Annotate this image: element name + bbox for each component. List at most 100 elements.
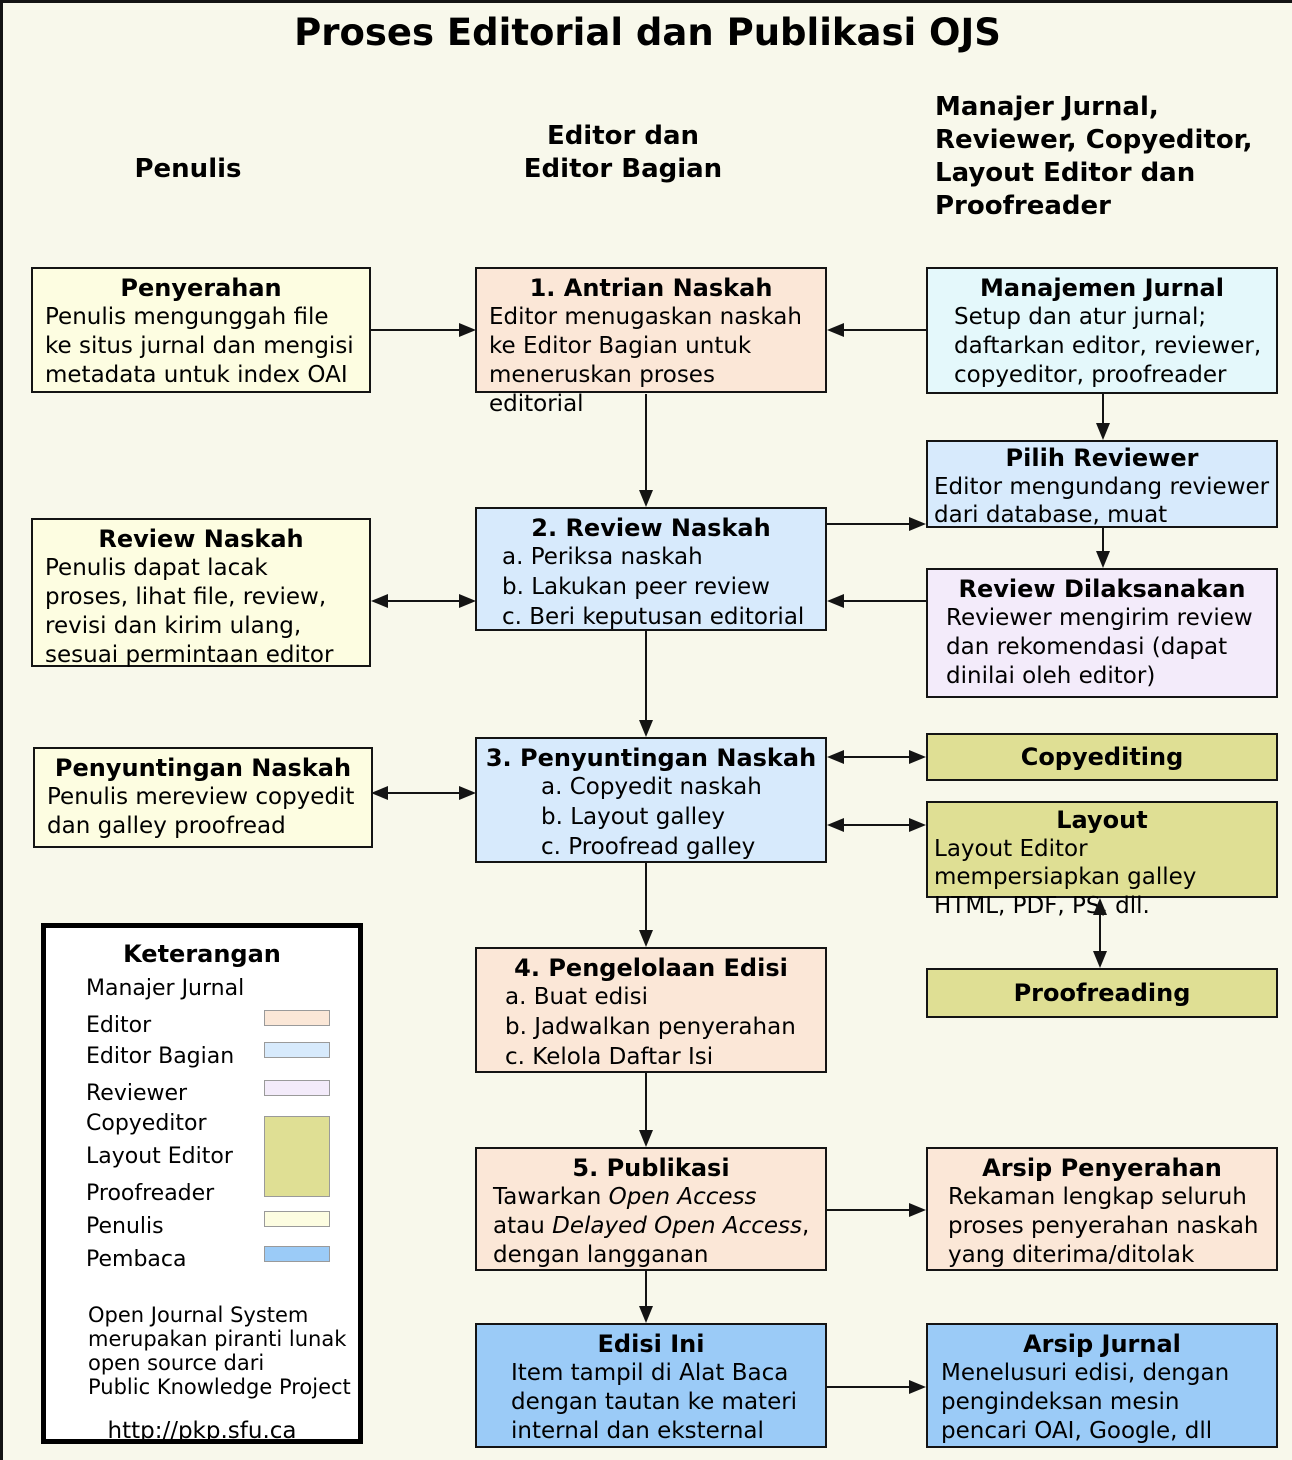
box-item: b. Layout galley: [541, 803, 725, 830]
arrowhead-down-icon: [639, 930, 653, 947]
arrowhead-right-icon: [459, 323, 476, 337]
box-title: Pilih Reviewer: [1005, 444, 1199, 472]
arrow-review-to-penyuntingan: [645, 631, 647, 721]
box-item: b. Jadwalkan penyerahan: [505, 1013, 796, 1040]
legend-swatch-editor: [264, 1010, 330, 1026]
arrow-penyuntingan-layout-bidir: [844, 824, 910, 826]
arrow-manajemen-to-antrian: [843, 329, 926, 331]
arrowhead-down-icon: [639, 1130, 653, 1147]
arrow-penyuntingan-penulis-bidir: [387, 792, 461, 794]
box-copyediting: Copyediting: [926, 733, 1278, 781]
arrowhead-left-icon: [827, 323, 844, 337]
box-penyuntingan-naskah: 3. Penyuntingan Naskah a. Copyedit naska…: [475, 737, 827, 863]
arrow-penyuntingan-to-pengelolaan: [645, 863, 647, 931]
legend-label-reviewer: Reviewer: [86, 1081, 188, 1106]
box-title: Layout: [1056, 806, 1148, 834]
box-title: Penyerahan: [120, 274, 282, 302]
arrowhead-down-icon: [639, 490, 653, 507]
arrow-antrian-to-review: [645, 394, 647, 491]
box-title: Arsip Jurnal: [1023, 1330, 1181, 1358]
box-body: Menelusuri edisi, dengan pengindeksan me…: [941, 1359, 1230, 1445]
box-item: c. Proofread galley: [541, 833, 756, 860]
box-title: Proofreading: [1013, 978, 1191, 1007]
box-title: 2. Review Naskah: [531, 514, 771, 542]
arrowhead-right-icon: [909, 517, 926, 531]
legend-label-layout-editor: Layout Editor: [86, 1144, 233, 1169]
arrow-reviewdilaksanakan-to-review: [844, 600, 926, 602]
box-title: 4. Pengelolaan Edisi: [514, 954, 788, 982]
box-title: 5. Publikasi: [572, 1154, 730, 1182]
box-item: c. Kelola Daftar Isi: [505, 1043, 714, 1070]
box-item: a. Copyedit naskah: [541, 773, 762, 800]
box-edisi-ini: Edisi Ini Item tampil di Alat Baca denga…: [475, 1323, 827, 1448]
box-review-dilaksanakan: Review Dilaksanakan Reviewer mengirim re…: [926, 568, 1278, 698]
arrowhead-down-icon: [1096, 551, 1110, 568]
box-manajemen-jurnal: Manajemen Jurnal Setup dan atur jurnal; …: [926, 267, 1278, 394]
box-title: Edisi Ini: [597, 1330, 705, 1358]
box-title: Copyediting: [1020, 742, 1184, 771]
legend-label-editor-bagian: Editor Bagian: [86, 1044, 235, 1069]
box-body: Reviewer mengirim review dan rekomendasi…: [946, 604, 1253, 690]
box-layout: Layout Layout Editor mempersiapkan galle…: [926, 801, 1278, 919]
column-header-manajer: Manajer Jurnal, Reviewer, Copyeditor, La…: [935, 92, 1253, 222]
legend-label-copyeditor: Copyeditor: [86, 1111, 207, 1136]
legend-title: Keterangan: [123, 940, 281, 968]
arrowhead-right-icon: [909, 1380, 926, 1394]
box-title: 1. Antrian Naskah: [529, 274, 773, 302]
box-title: Review Naskah: [98, 525, 304, 553]
arrowhead-left-icon: [827, 594, 844, 608]
box-title: Arsip Penyerahan: [982, 1154, 1222, 1182]
arrowhead-right-icon: [459, 786, 476, 800]
arrow-layout-proofreading-bidir: [1099, 913, 1101, 953]
box-body: Tawarkan Open Access atau Delayed Open A…: [493, 1183, 810, 1269]
box-pilih-reviewer: Pilih Reviewer Editor mengundang reviewe…: [926, 440, 1278, 528]
legend-box: Keterangan Manajer Jurnal Editor Editor …: [41, 923, 363, 1444]
column-header-penulis: Penulis: [134, 154, 242, 184]
arrowhead-right-icon: [459, 594, 476, 608]
arrowhead-left-icon: [371, 786, 388, 800]
legend-label-editor: Editor: [86, 1013, 152, 1038]
box-title: Manajemen Jurnal: [980, 274, 1224, 302]
legend-swatch-copyeditor-layout-proofreader: [264, 1116, 330, 1197]
box-penyerahan: Penyerahan Penulis mengunggah file ke si…: [31, 267, 371, 393]
box-body: Editor mengundang reviewer dari database…: [934, 473, 1270, 528]
box-item: a. Periksa naskah: [502, 543, 703, 570]
box-arsip-jurnal: Arsip Jurnal Menelusuri edisi, dengan pe…: [926, 1323, 1278, 1448]
arrow-manajemen-to-pilihreviewer: [1102, 394, 1104, 424]
arrowhead-down-icon: [639, 720, 653, 737]
arrowhead-right-icon: [909, 818, 926, 832]
box-penyuntingan-naskah-penulis: Penyuntingan Naskah Penulis mereview cop…: [33, 747, 373, 848]
arrowhead-right-icon: [909, 750, 926, 764]
box-pengelolaan-edisi: 4. Pengelolaan Edisi a. Buat edisi b. Ja…: [475, 947, 827, 1073]
box-item: c. Beri keputusan editorial: [502, 603, 805, 630]
arrowhead-left-icon: [827, 818, 844, 832]
arrowhead-down-icon: [1096, 423, 1110, 440]
arrowhead-left-icon: [371, 594, 388, 608]
box-item: a. Buat edisi: [505, 983, 649, 1010]
arrow-penyerahan-to-antrian: [371, 329, 461, 331]
legend-label-manajer-jurnal: Manajer Jurnal: [86, 976, 245, 1001]
box-proofreading: Proofreading: [926, 968, 1278, 1018]
legend-label-proofreader: Proofreader: [86, 1181, 215, 1206]
arrow-edisiini-to-arsipjurnal: [827, 1386, 910, 1388]
column-header-editor: Editor dan Editor Bagian: [523, 121, 723, 185]
legend-footer-text: Open Journal System merupakan piranti lu…: [88, 1303, 351, 1400]
arrowhead-down-icon: [639, 1306, 653, 1323]
box-body: Editor menugaskan naskah ke Editor Bagia…: [489, 303, 802, 418]
box-title: Penyuntingan Naskah: [54, 754, 352, 782]
legend-swatch-editor-bagian: [264, 1042, 330, 1058]
arrow-pilihreviewer-to-reviewdilaksanakan: [1102, 528, 1104, 552]
legend-swatch-penulis: [264, 1211, 330, 1227]
box-body: Penulis mengunggah file ke situs jurnal …: [45, 303, 354, 389]
box-publikasi: 5. Publikasi Tawarkan Open Access atau D…: [475, 1147, 827, 1271]
arrowhead-right-icon: [909, 1203, 926, 1217]
box-body: Layout Editor mempersiapkan galley HTML,…: [934, 835, 1197, 919]
box-title: Review Dilaksanakan: [958, 575, 1246, 603]
box-body: Rekaman lengkap seluruh proses penyeraha…: [948, 1183, 1259, 1269]
arrow-review-to-pilihreviewer: [827, 523, 910, 525]
arrow-pengelolaan-to-publikasi: [645, 1073, 647, 1131]
legend-swatch-pembaca: [264, 1246, 330, 1262]
box-title: 3. Penyuntingan Naskah: [485, 744, 817, 772]
legend-url: http://pkp.sfu.ca: [107, 1418, 297, 1444]
